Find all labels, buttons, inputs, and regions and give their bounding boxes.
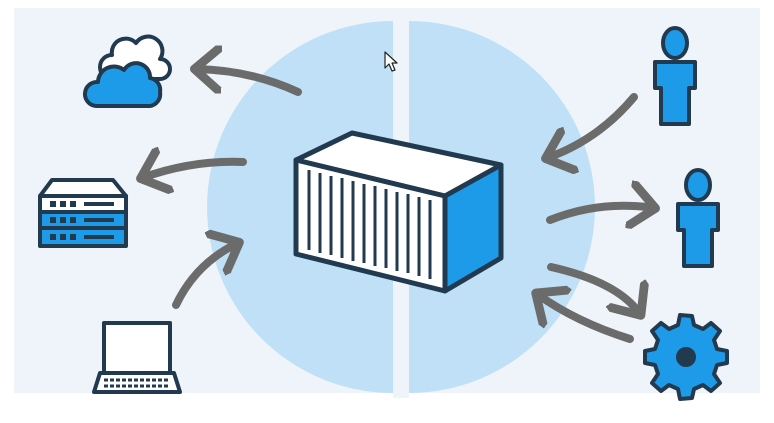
gear-hole — [676, 347, 696, 367]
person-middle-head — [684, 168, 712, 202]
server-stack-icon — [38, 178, 128, 248]
cloud-front — [83, 61, 163, 108]
laptop-icon — [92, 321, 182, 394]
cloud-icon — [83, 34, 172, 108]
arrow-from-gear — [537, 294, 634, 343]
arrow-from-laptop — [172, 243, 238, 309]
person-icon-middle — [676, 168, 720, 268]
laptop-base — [92, 371, 182, 394]
shipping-container-icon — [293, 130, 504, 294]
mouse-cursor-icon — [384, 51, 398, 72]
person-icon-top — [653, 26, 697, 126]
laptop-keys — [104, 378, 170, 388]
server-top — [38, 178, 128, 198]
arrow-to-cloud — [196, 69, 302, 96]
person-top-body — [653, 60, 697, 126]
person-top-head — [661, 26, 689, 60]
arrow-from-user-top — [547, 93, 638, 158]
person-middle-body — [676, 202, 720, 268]
server-lights — [50, 201, 114, 240]
arrow-to-gear — [547, 263, 640, 314]
laptop-screen — [102, 321, 172, 375]
server-unit-3 — [38, 226, 128, 248]
arrow-to-user-middle — [546, 206, 654, 220]
gear-icon — [643, 313, 729, 401]
container-ribs — [307, 170, 432, 279]
container-side — [442, 162, 504, 294]
arrow-to-server — [142, 162, 247, 178]
arrows — [142, 69, 654, 343]
